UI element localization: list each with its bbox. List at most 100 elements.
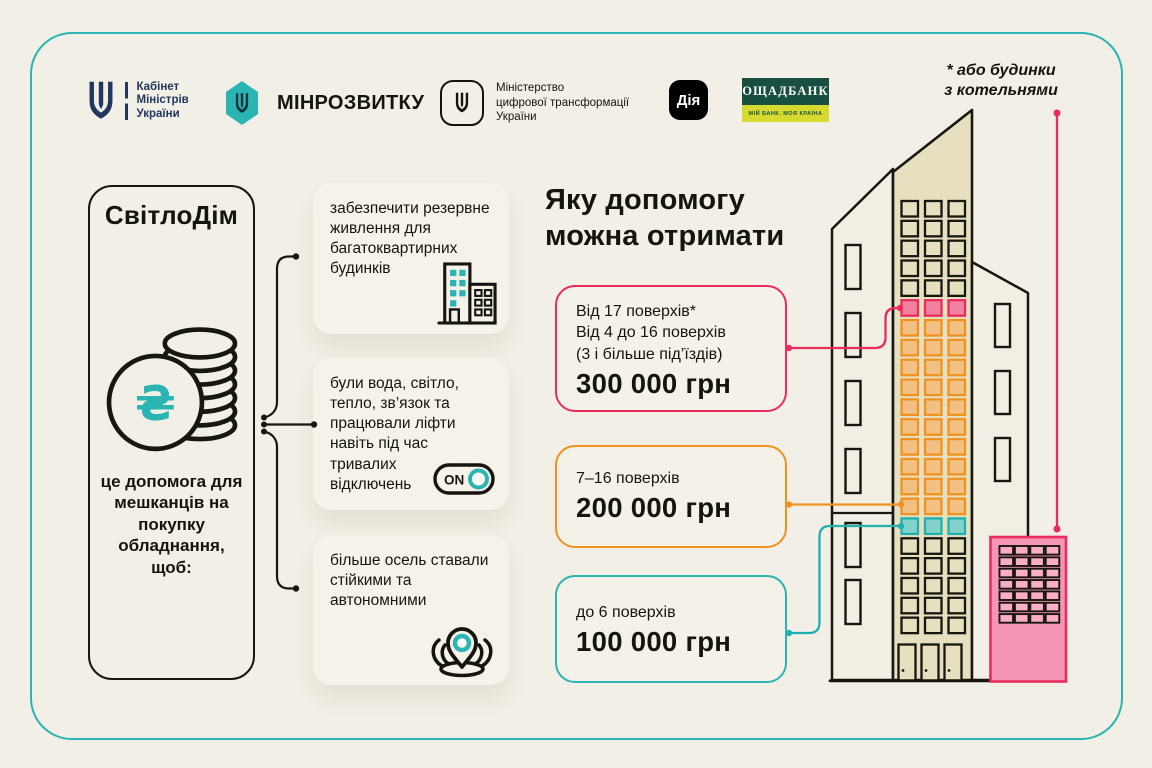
boiler-window — [1013, 545, 1030, 556]
logo-ministry-digital-transformation: Міністерство цифрової трансформації Укра… — [440, 80, 629, 126]
left-building-windows — [844, 243, 862, 626]
boiler-window — [1013, 613, 1030, 624]
tower-window-tier-200 — [923, 338, 943, 357]
logo-diia: Дія — [669, 80, 708, 120]
left-building-window — [844, 311, 862, 359]
tower-window-tier-200 — [947, 477, 967, 496]
tower-window-tier-200 — [923, 477, 943, 496]
tower-window-tier-200 — [923, 358, 943, 377]
left-building-window — [844, 447, 862, 495]
tower-window-tier-200 — [923, 497, 943, 516]
tower-window-tier-200 — [900, 358, 920, 377]
tier-label: до 6 поверхів — [576, 604, 676, 621]
boiler-window — [1044, 590, 1061, 601]
tower-window-default — [947, 596, 967, 615]
benefit-text: забезпечити резервне живлення для багато… — [330, 200, 490, 278]
tower-window-default — [923, 576, 943, 595]
tower-window-default — [900, 279, 920, 298]
tier-300-connector — [785, 304, 904, 352]
program-description: це допомога для мешканців на покупку обл… — [100, 472, 243, 577]
central-tower — [891, 108, 974, 682]
tower-window-tier-100 — [923, 517, 943, 536]
boiler-window — [1044, 613, 1061, 624]
tower-window-default — [923, 219, 943, 238]
autonomy-pin-icon — [431, 627, 493, 678]
logo-mintsyfra-line2: цифрової трансформації — [496, 96, 630, 109]
boiler-house — [989, 535, 1068, 683]
tower-window-default — [900, 556, 920, 575]
tower-window-tier-300 — [923, 299, 943, 317]
boiler-window — [1029, 601, 1045, 613]
left-building — [830, 167, 895, 682]
main-title-line2: можна отримати — [545, 219, 785, 252]
benefit-text: були вода, світло, тепло, зв’язок та пра… — [330, 375, 459, 493]
tower-window-tier-100 — [900, 517, 920, 536]
boiler-window — [1044, 567, 1061, 579]
tower-window-default — [923, 279, 943, 298]
tower-window-default — [900, 199, 920, 218]
tier-200-connector — [785, 501, 905, 508]
tower-window-tier-200 — [900, 477, 920, 496]
benefit-card-backup-power: забезпечити резервне живлення для багато… — [313, 183, 509, 334]
tower-window-tier-200 — [947, 358, 967, 377]
right-building-windows — [993, 302, 1012, 483]
boiler-window — [1013, 601, 1030, 613]
footnote-boiler-houses: * або будинки з котельнями — [933, 61, 1069, 102]
boiler-window — [1029, 590, 1045, 601]
tower-window-default — [923, 537, 943, 555]
logo-mintsyfra-line3: України — [496, 111, 537, 124]
tower-window-default — [947, 576, 967, 595]
tower-window-default — [900, 616, 920, 635]
tier-label: (3 і більше під’їздів) — [576, 345, 723, 363]
squircle-trident-icon — [440, 80, 484, 126]
logo-oschadbank-title: ОЩАДБАНК — [742, 78, 829, 105]
trident-icon — [86, 79, 116, 123]
boiler-window — [1013, 556, 1030, 567]
tower-window-tier-200 — [947, 418, 967, 436]
tier-card-200000: 7–16 поверхів 200 000 грн — [555, 445, 787, 548]
program-card-svitlodim: СвітлоДім ₴ це допомога для мешканців на… — [88, 185, 255, 680]
boiler-window — [1029, 545, 1045, 556]
toggle-on-icon: ON — [433, 463, 495, 495]
tower-window-default — [947, 537, 967, 555]
logo-minrozvytku-label: МІНРОЗВИТКУ — [277, 91, 425, 114]
tower-window-default — [900, 537, 920, 555]
boiler-window — [998, 601, 1015, 613]
tower-window-default — [923, 259, 943, 278]
tower-window-tier-200 — [900, 398, 920, 417]
tower-window-tier-300 — [947, 299, 967, 317]
tier-amount: 200 000 грн — [576, 492, 732, 524]
boiler-window — [1013, 590, 1030, 601]
tower-window-tier-200 — [947, 338, 967, 357]
tower-window-default — [900, 259, 920, 278]
tower-window-default — [947, 199, 967, 218]
tower-window-tier-200 — [947, 457, 967, 476]
tower-window-default — [900, 219, 920, 238]
footnote-line2: з котельнями — [944, 82, 1058, 100]
left-building-window — [844, 578, 862, 626]
tier-card-100000: до 6 поверхів 100 000 грн — [555, 575, 787, 683]
tower-window-tier-200 — [900, 318, 920, 337]
tower-window-default — [947, 219, 967, 238]
logo-minrozvytku: МІНРОЗВИТКУ — [226, 81, 424, 125]
tower-window-tier-300 — [900, 299, 920, 317]
tower-window-tier-200 — [947, 378, 967, 397]
boiler-window — [998, 567, 1015, 579]
main-title: Яку допомогу можна отримати — [545, 183, 784, 255]
tower-window-tier-200 — [923, 398, 943, 417]
tower-window-tier-200 — [923, 318, 943, 337]
logo-mintsyfra-line1: Міністерство — [496, 82, 565, 95]
logo-cabinet-of-ministers: Кабінет Міністрів України — [86, 79, 189, 123]
tower-window-default — [947, 259, 967, 278]
right-building — [970, 260, 1030, 682]
tower-window-tier-200 — [923, 437, 943, 456]
logo-cabinet-line3: України — [136, 107, 180, 120]
tier-label: Від 4 до 16 поверхів — [576, 324, 726, 342]
tier-card-300000: Від 17 поверхів* Від 4 до 16 поверхів (3… — [555, 285, 787, 412]
tower-window-default — [900, 239, 920, 258]
boiler-window — [1029, 567, 1045, 579]
tower-window-default — [923, 556, 943, 575]
right-building-window — [993, 302, 1012, 349]
trident-icon — [234, 92, 250, 115]
